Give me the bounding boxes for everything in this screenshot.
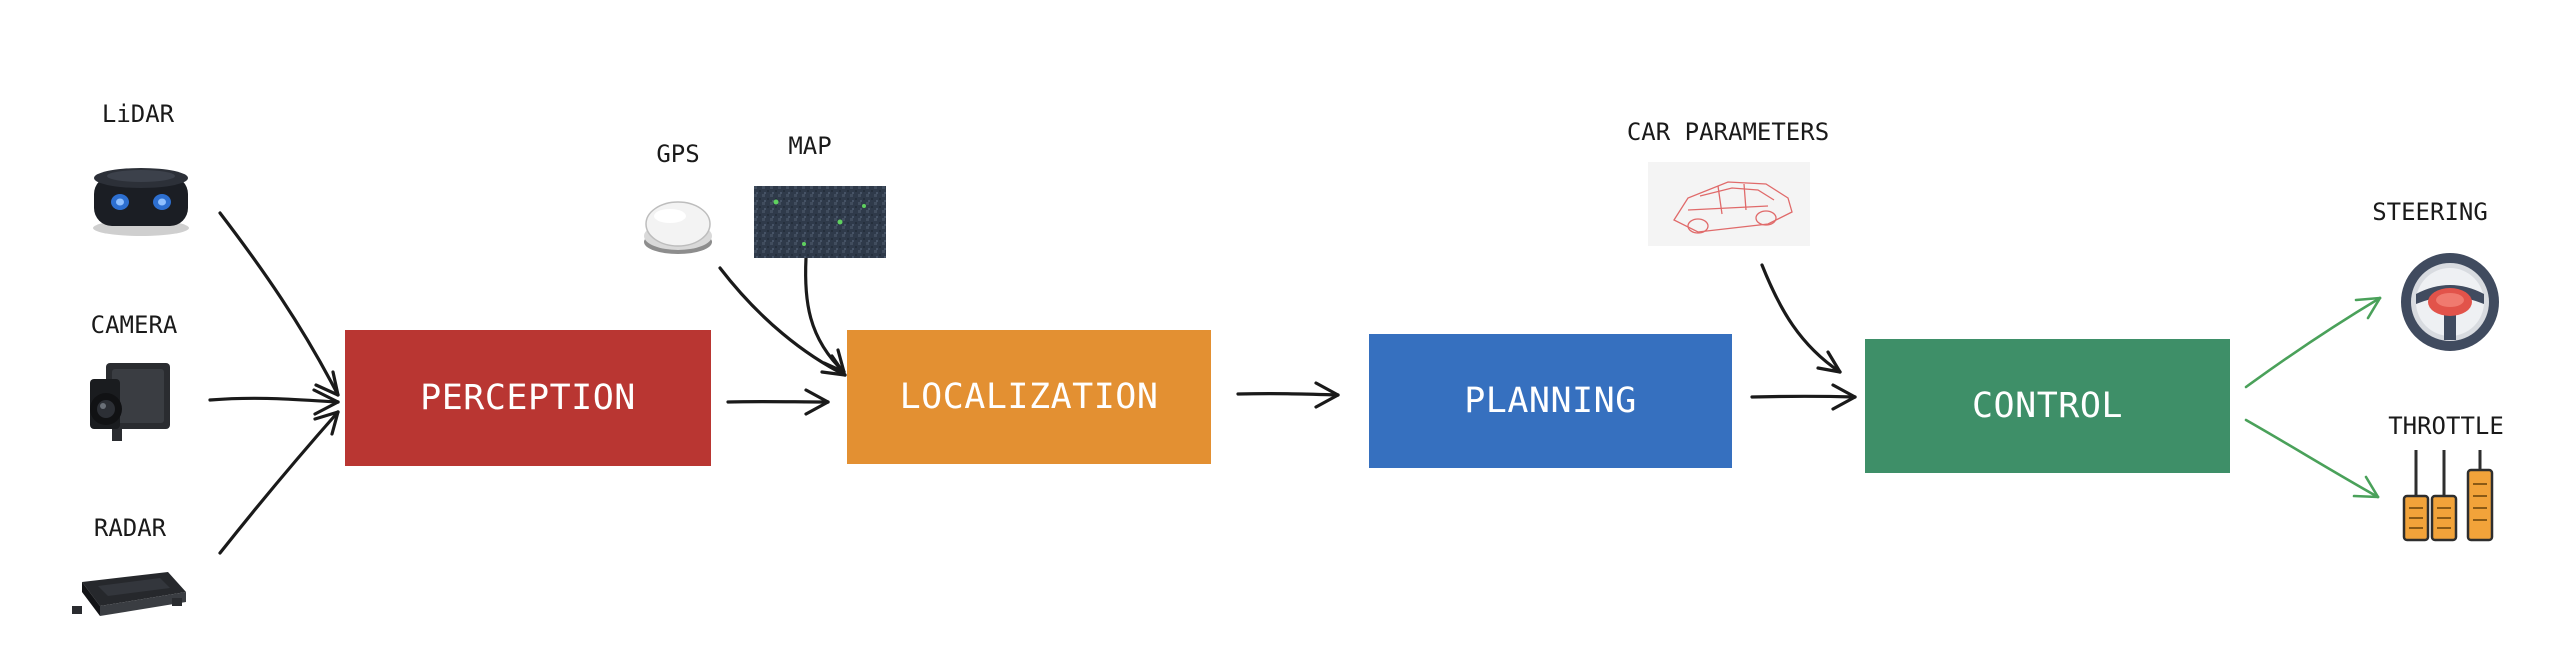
lidar-sensor-icon xyxy=(93,168,189,236)
arrow-control-to-throttle xyxy=(2244,418,2380,499)
steering-label: STEERING xyxy=(2372,198,2488,226)
camera-sensor-icon xyxy=(90,363,170,441)
arrow-gps-to-localization xyxy=(718,266,847,377)
perception-box: PERCEPTION xyxy=(345,330,711,466)
camera-label: CAMERA xyxy=(90,311,178,339)
arrow-lidar-to-perception xyxy=(218,211,340,397)
arrow-radar-to-perception xyxy=(218,410,340,555)
localization-label: LOCALIZATION xyxy=(899,377,1159,417)
perception-label: PERCEPTION xyxy=(420,378,636,418)
gps-puck-icon xyxy=(644,201,712,254)
radar-label: RADAR xyxy=(93,514,167,542)
localization-box: LOCALIZATION xyxy=(847,330,1211,464)
planning-box: PLANNING xyxy=(1369,334,1732,468)
arrow-perception-to-localization xyxy=(726,388,830,416)
map-tile-icon xyxy=(754,186,886,258)
steering-wheel-icon xyxy=(2401,253,2499,351)
control-box: CONTROL xyxy=(1865,339,2230,473)
arrow-camera-to-perception xyxy=(208,388,340,416)
arrow-car-to-control xyxy=(1760,263,1842,374)
throttle-label: THROTTLE xyxy=(2388,412,2504,440)
arrow-map-to-localization xyxy=(804,256,846,374)
arrow-planning-to-control xyxy=(1750,383,1857,411)
gps-label: GPS xyxy=(656,140,700,168)
map-label: MAP xyxy=(788,132,832,160)
radar-sensor-icon xyxy=(72,572,186,616)
arrow-control-to-steering xyxy=(2244,296,2382,389)
car-wireframe-icon xyxy=(1648,162,1810,246)
arrow-localization-to-planning xyxy=(1236,381,1340,409)
lidar-label: LiDAR xyxy=(101,100,175,128)
planning-label: PLANNING xyxy=(1464,381,1637,421)
pedals-icon xyxy=(2402,450,2494,542)
car-parameters-label: CAR PARAMETERS xyxy=(1626,118,1830,146)
control-label: CONTROL xyxy=(1971,386,2123,426)
